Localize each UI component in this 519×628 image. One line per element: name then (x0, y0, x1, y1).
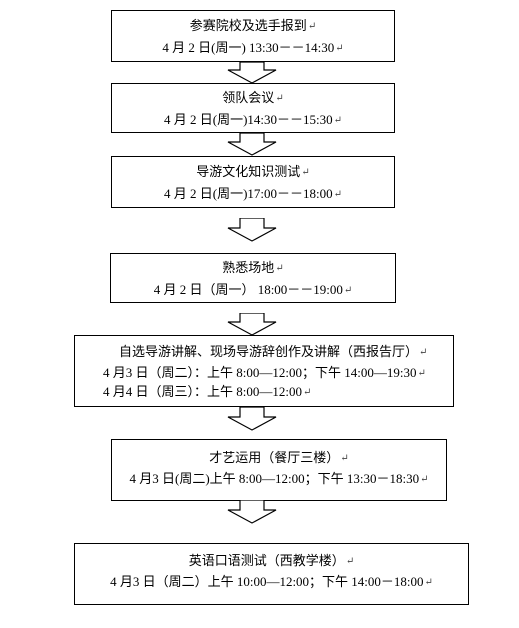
step-3-time: 4 月 2 日(周一)17:00－－18:00↵ (163, 186, 343, 201)
step-6-box: 才艺运用（餐厅三楼）↵ 4 月3 日(周二)上午 8:00—12:00；下午 1… (111, 439, 447, 501)
step-6-time: 4 月3 日(周二)上午 8:00—12:00；下午 13:30－18:30↵ (129, 471, 429, 486)
step-5-time-day2: 4 月4 日（周三）：上午 8:00—12:00↵ (103, 384, 312, 399)
step-4-time: 4 月 2 日（周一） 18:00－－19:00↵ (153, 282, 353, 297)
step-1-box: 参赛院校及选手报到↵ 4 月 2 日(周一) 13:30－－14:30↵ (111, 10, 395, 62)
arrow-down-6 (227, 500, 277, 524)
step-5-time-day1: 4 月3 日（周二）：上午 8:00—12:00；下午 14:00—19:30↵ (103, 365, 426, 380)
step-7-title: 英语口语测试（西教学楼）↵ (188, 553, 355, 568)
step-1-title: 参赛院校及选手报到↵ (189, 18, 317, 33)
step-5-title: 自选导游讲解、现场导游辞创作及讲解（西报告厅）↵ (119, 344, 428, 359)
step-2-title: 领队会议↵ (222, 90, 284, 105)
arrow-down-4 (227, 313, 277, 336)
step-3-title: 导游文化知识测试↵ (196, 164, 310, 179)
arrow-down-3 (227, 218, 277, 242)
step-6-title: 才艺运用（餐厅三楼）↵ (209, 450, 349, 465)
arrow-down-2 (227, 133, 277, 156)
step-7-time: 4 月3 日（周二）上午 10:00—12:00；下午 14:00－18:00↵ (110, 574, 433, 589)
arrow-down-1 (227, 62, 277, 84)
step-7-box: 英语口语测试（西教学楼）↵ 4 月3 日（周二）上午 10:00—12:00；下… (74, 543, 469, 605)
step-2-box: 领队会议↵ 4 月 2 日(周一)14:30－－15:30↵ (111, 83, 395, 133)
arrow-down-5 (227, 407, 277, 431)
step-1-time: 4 月 2 日(周一) 13:30－－14:30↵ (162, 40, 344, 55)
step-2-time: 4 月 2 日(周一)14:30－－15:30↵ (163, 112, 343, 127)
step-5-box: 自选导游讲解、现场导游辞创作及讲解（西报告厅）↵ 4 月3 日（周二）：上午 8… (74, 335, 454, 407)
step-4-box: 熟悉场地↵ 4 月 2 日（周一） 18:00－－19:00↵ (110, 253, 396, 303)
step-3-box: 导游文化知识测试↵ 4 月 2 日(周一)17:00－－18:00↵ (111, 156, 395, 208)
step-4-title: 熟悉场地↵ (222, 260, 284, 275)
